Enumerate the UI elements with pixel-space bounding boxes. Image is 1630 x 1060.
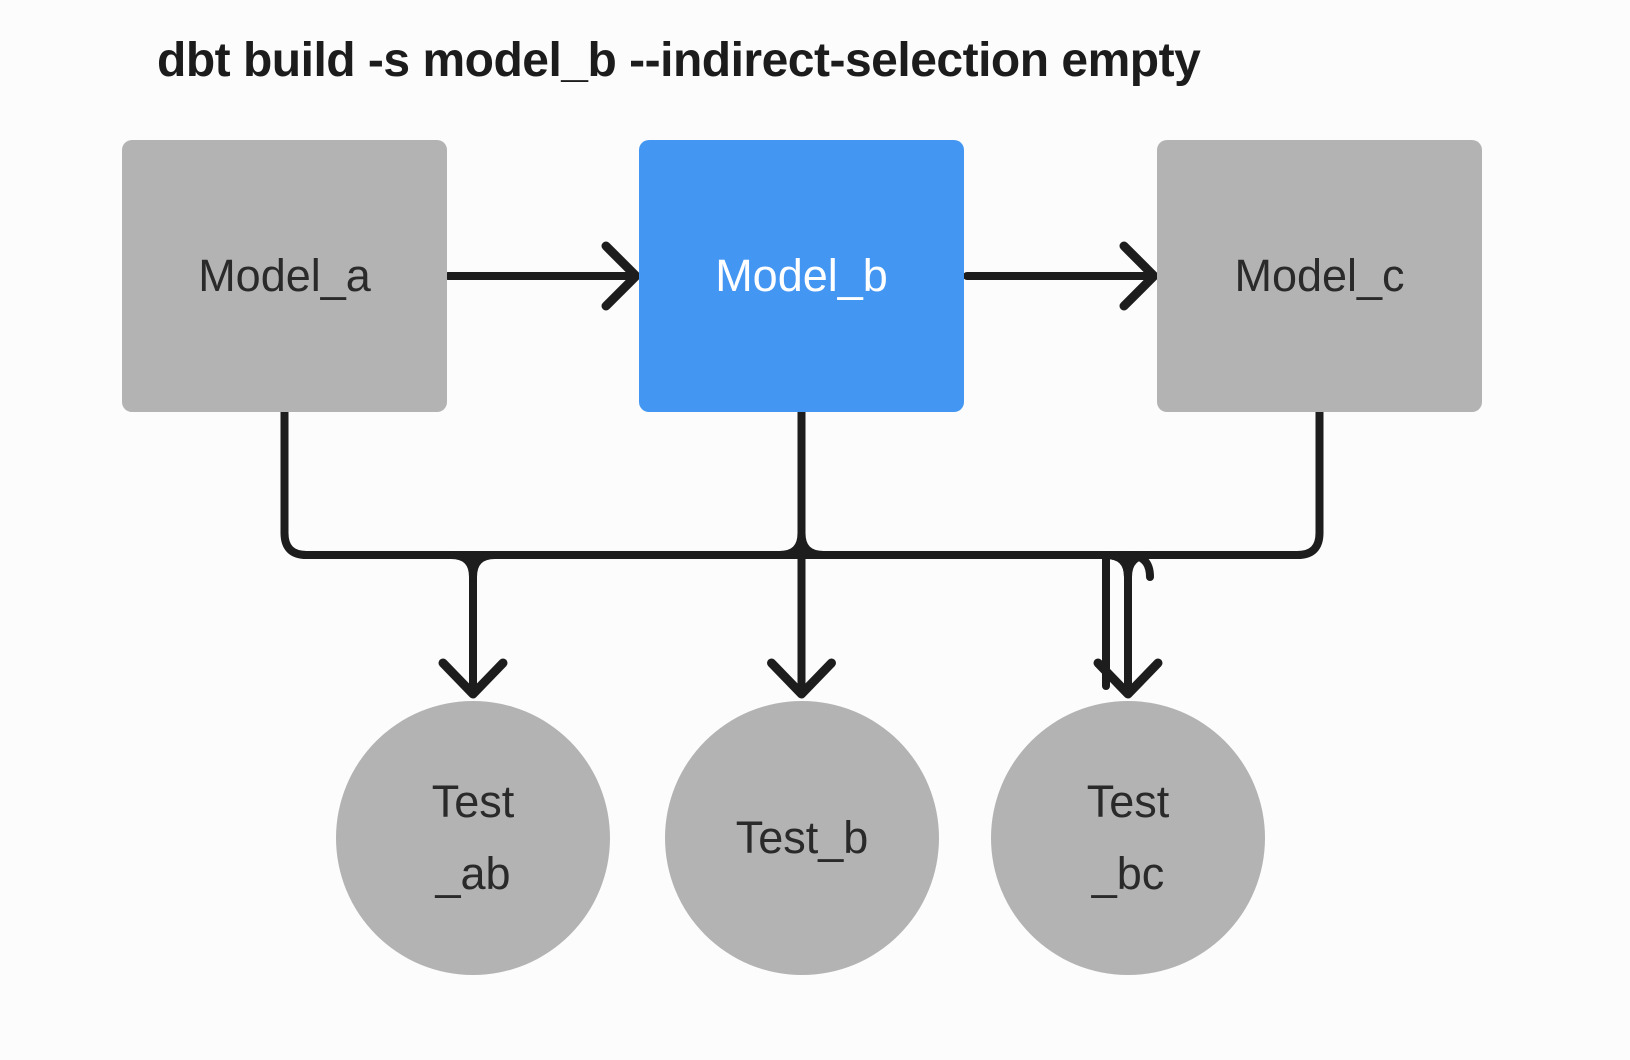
- node-test-ab-label-line2: _ab: [435, 848, 511, 899]
- edge-fillet-bc-r: [1124, 551, 1154, 581]
- edge-fillet-ab-right: [469, 551, 499, 581]
- node-model-b-selected: Model_b: [639, 140, 964, 412]
- node-test-bc-label-line2: _bc: [1091, 848, 1165, 899]
- node-model-a: Model_a: [122, 140, 447, 412]
- arrowhead-model-c-icon: [1119, 241, 1159, 311]
- node-model-b-label: Model_b: [715, 250, 888, 301]
- node-test-ab-label-line1: Test: [431, 776, 515, 827]
- node-model-c-label: Model_c: [1234, 250, 1405, 301]
- edge-fillet-center-right: [797, 529, 828, 559]
- node-test-bc-label-line1: Test: [1086, 776, 1170, 827]
- node-model-c: Model_c: [1157, 140, 1482, 412]
- arrowhead-test-bc-icon: [1093, 658, 1163, 699]
- node-test-ab: Test _ab: [336, 701, 610, 975]
- node-test-b-label-line1: Test_b: [735, 812, 869, 863]
- node-test-bc: Test _bc: [991, 701, 1265, 975]
- node-test-b: Test_b: [665, 701, 939, 975]
- diagram-title: dbt build -s model_b --indirect-selectio…: [157, 34, 1201, 87]
- arrowhead-test-ab-icon: [438, 658, 508, 699]
- arrowhead-test-b-icon: [767, 658, 836, 699]
- node-model-a-label: Model_a: [198, 250, 371, 301]
- arrowhead-model-b-icon: [601, 241, 641, 311]
